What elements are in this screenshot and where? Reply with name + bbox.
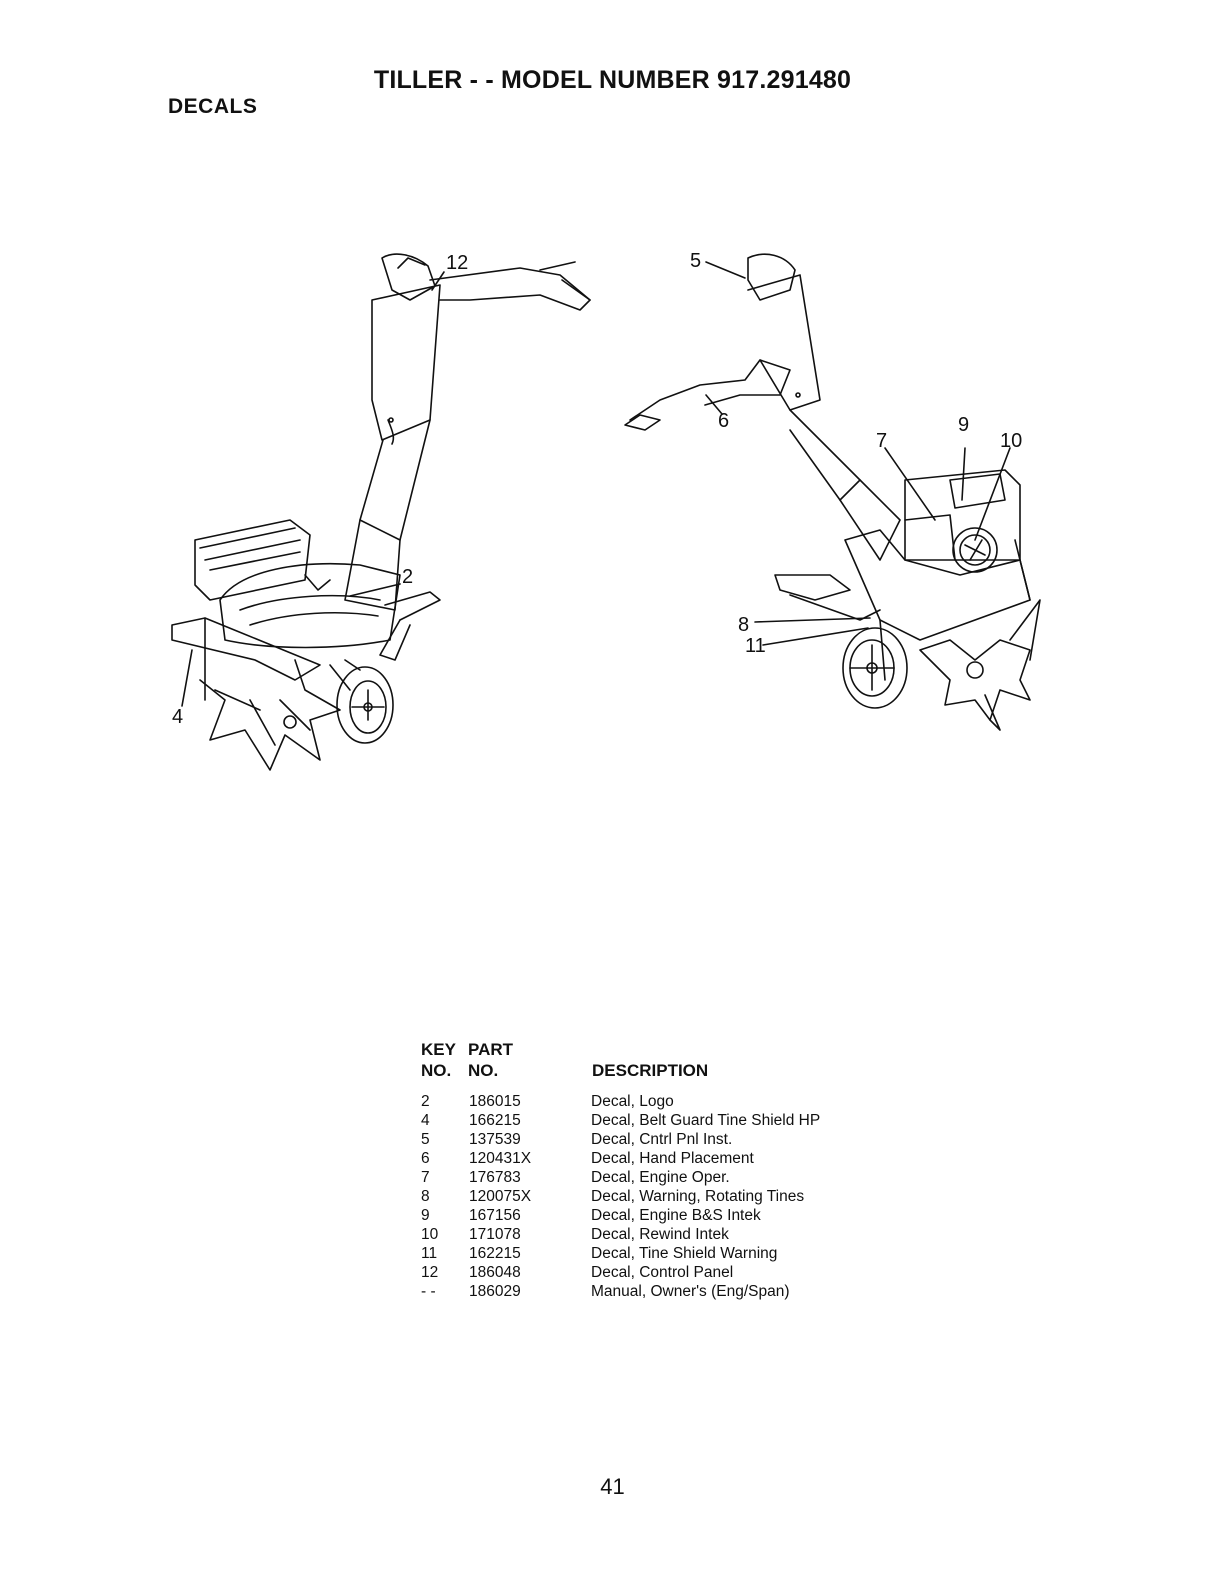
- description: Decal, Control Panel: [591, 1264, 734, 1281]
- callout-11: 11: [745, 635, 766, 657]
- part-no: 171078: [469, 1226, 521, 1243]
- header-key-line1: KEY: [421, 1040, 456, 1059]
- header-part-line2: NO.: [468, 1061, 499, 1080]
- key-no: 7: [421, 1169, 430, 1186]
- description: Decal, Logo: [591, 1093, 674, 1110]
- key-no: 10: [421, 1226, 439, 1243]
- description: Decal, Tine Shield Warning: [591, 1245, 778, 1262]
- description: Manual, Owner's (Eng/Span): [591, 1283, 790, 1300]
- key-no: 4: [421, 1112, 430, 1129]
- part-no: 186029: [469, 1283, 521, 1300]
- callout-2: 2: [402, 566, 414, 588]
- page-number: 41: [600, 1474, 625, 1499]
- header-key-line2: NO.: [421, 1061, 452, 1080]
- description: Decal, Warning, Rotating Tines: [591, 1188, 805, 1205]
- section-heading: DECALS: [168, 95, 258, 118]
- key-no: - -: [421, 1283, 436, 1300]
- callout-7: 7: [876, 430, 888, 452]
- key-no: 2: [421, 1093, 430, 1110]
- callout-10: 10: [1000, 430, 1023, 452]
- callout-12: 12: [446, 252, 469, 274]
- part-no: 186015: [469, 1093, 521, 1110]
- description: Decal, Engine Oper.: [591, 1169, 730, 1186]
- header-part-line1: PART: [468, 1040, 514, 1059]
- page-title: TILLER - - MODEL NUMBER 917.291480: [373, 66, 852, 94]
- key-no: 8: [421, 1188, 430, 1205]
- part-no: 167156: [469, 1207, 521, 1224]
- part-no: 186048: [469, 1264, 521, 1281]
- callout-8: 8: [738, 614, 750, 636]
- key-no: 11: [421, 1245, 438, 1262]
- part-no: 166215: [469, 1112, 521, 1129]
- key-no: 5: [421, 1131, 430, 1148]
- part-no: 162215: [469, 1245, 521, 1262]
- right-tiller-drawing: [624, 253, 1041, 731]
- description: Decal, Rewind Intek: [591, 1226, 729, 1243]
- key-no: 12: [421, 1264, 439, 1281]
- description: Decal, Hand Placement: [591, 1150, 754, 1167]
- description: Decal, Belt Guard Tine Shield HP: [591, 1112, 821, 1129]
- callout-6: 6: [718, 410, 730, 432]
- callout-4: 4: [172, 706, 184, 728]
- description: Decal, Cntrl Pnl Inst.: [591, 1131, 733, 1148]
- header-description: DESCRIPTION: [592, 1061, 709, 1080]
- key-no: 9: [421, 1207, 430, 1224]
- part-no: 120075X: [469, 1188, 532, 1205]
- callout-9: 9: [958, 414, 970, 436]
- key-no: 6: [421, 1150, 430, 1167]
- description: Decal, Engine B&S Intek: [591, 1207, 761, 1224]
- part-no: 137539: [469, 1131, 521, 1148]
- left-tiller-drawing: [171, 253, 591, 771]
- tiller-illustrations: [171, 253, 1041, 771]
- part-no: 176783: [469, 1169, 521, 1186]
- part-no: 120431X: [469, 1150, 532, 1167]
- callout-5: 5: [690, 250, 702, 272]
